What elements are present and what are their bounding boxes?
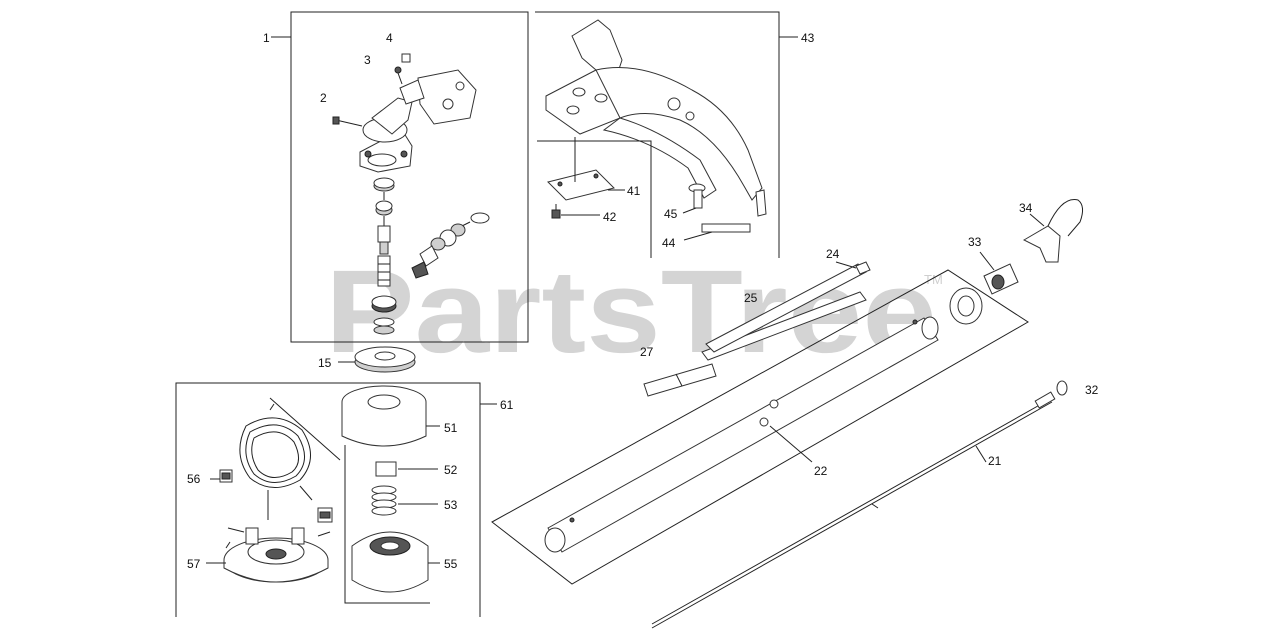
handle-group [535,11,798,258]
callout-33: 33 [968,235,982,249]
callout-41: 41 [627,184,641,198]
callout-56: 56 [187,472,201,486]
spring-53 [371,485,397,516]
callout-61: 61 [500,398,514,412]
callout-24: 24 [826,247,840,261]
callout-2: 2 [320,91,327,105]
callout-42: 42 [603,210,617,224]
callout-3: 3 [364,53,371,67]
drive-tube-group [491,199,1084,629]
callout-1: 1 [263,31,270,45]
callout-15: 15 [318,356,332,370]
callout-55: 55 [444,557,458,571]
spool-base-57 [223,527,331,583]
callout-4: 4 [386,31,393,45]
callout-53: 53 [444,498,458,512]
callout-57: 57 [187,557,201,571]
cutting-head-group [175,382,497,617]
callout-25: 25 [744,291,758,305]
callout-22: 22 [814,464,828,478]
washer-15 [338,346,416,373]
trimmer-line-coil [239,403,313,501]
callout-21: 21 [988,454,1002,468]
callout-32: 32 [1085,383,1099,397]
gear-case-group [271,11,529,343]
callout-51: 51 [444,421,458,435]
callout-43: 43 [801,31,815,45]
callout-44: 44 [662,236,676,250]
callout-34: 34 [1019,201,1033,215]
callout-52: 52 [444,463,458,477]
callout-27: 27 [640,345,654,359]
callout-45: 45 [664,207,678,221]
